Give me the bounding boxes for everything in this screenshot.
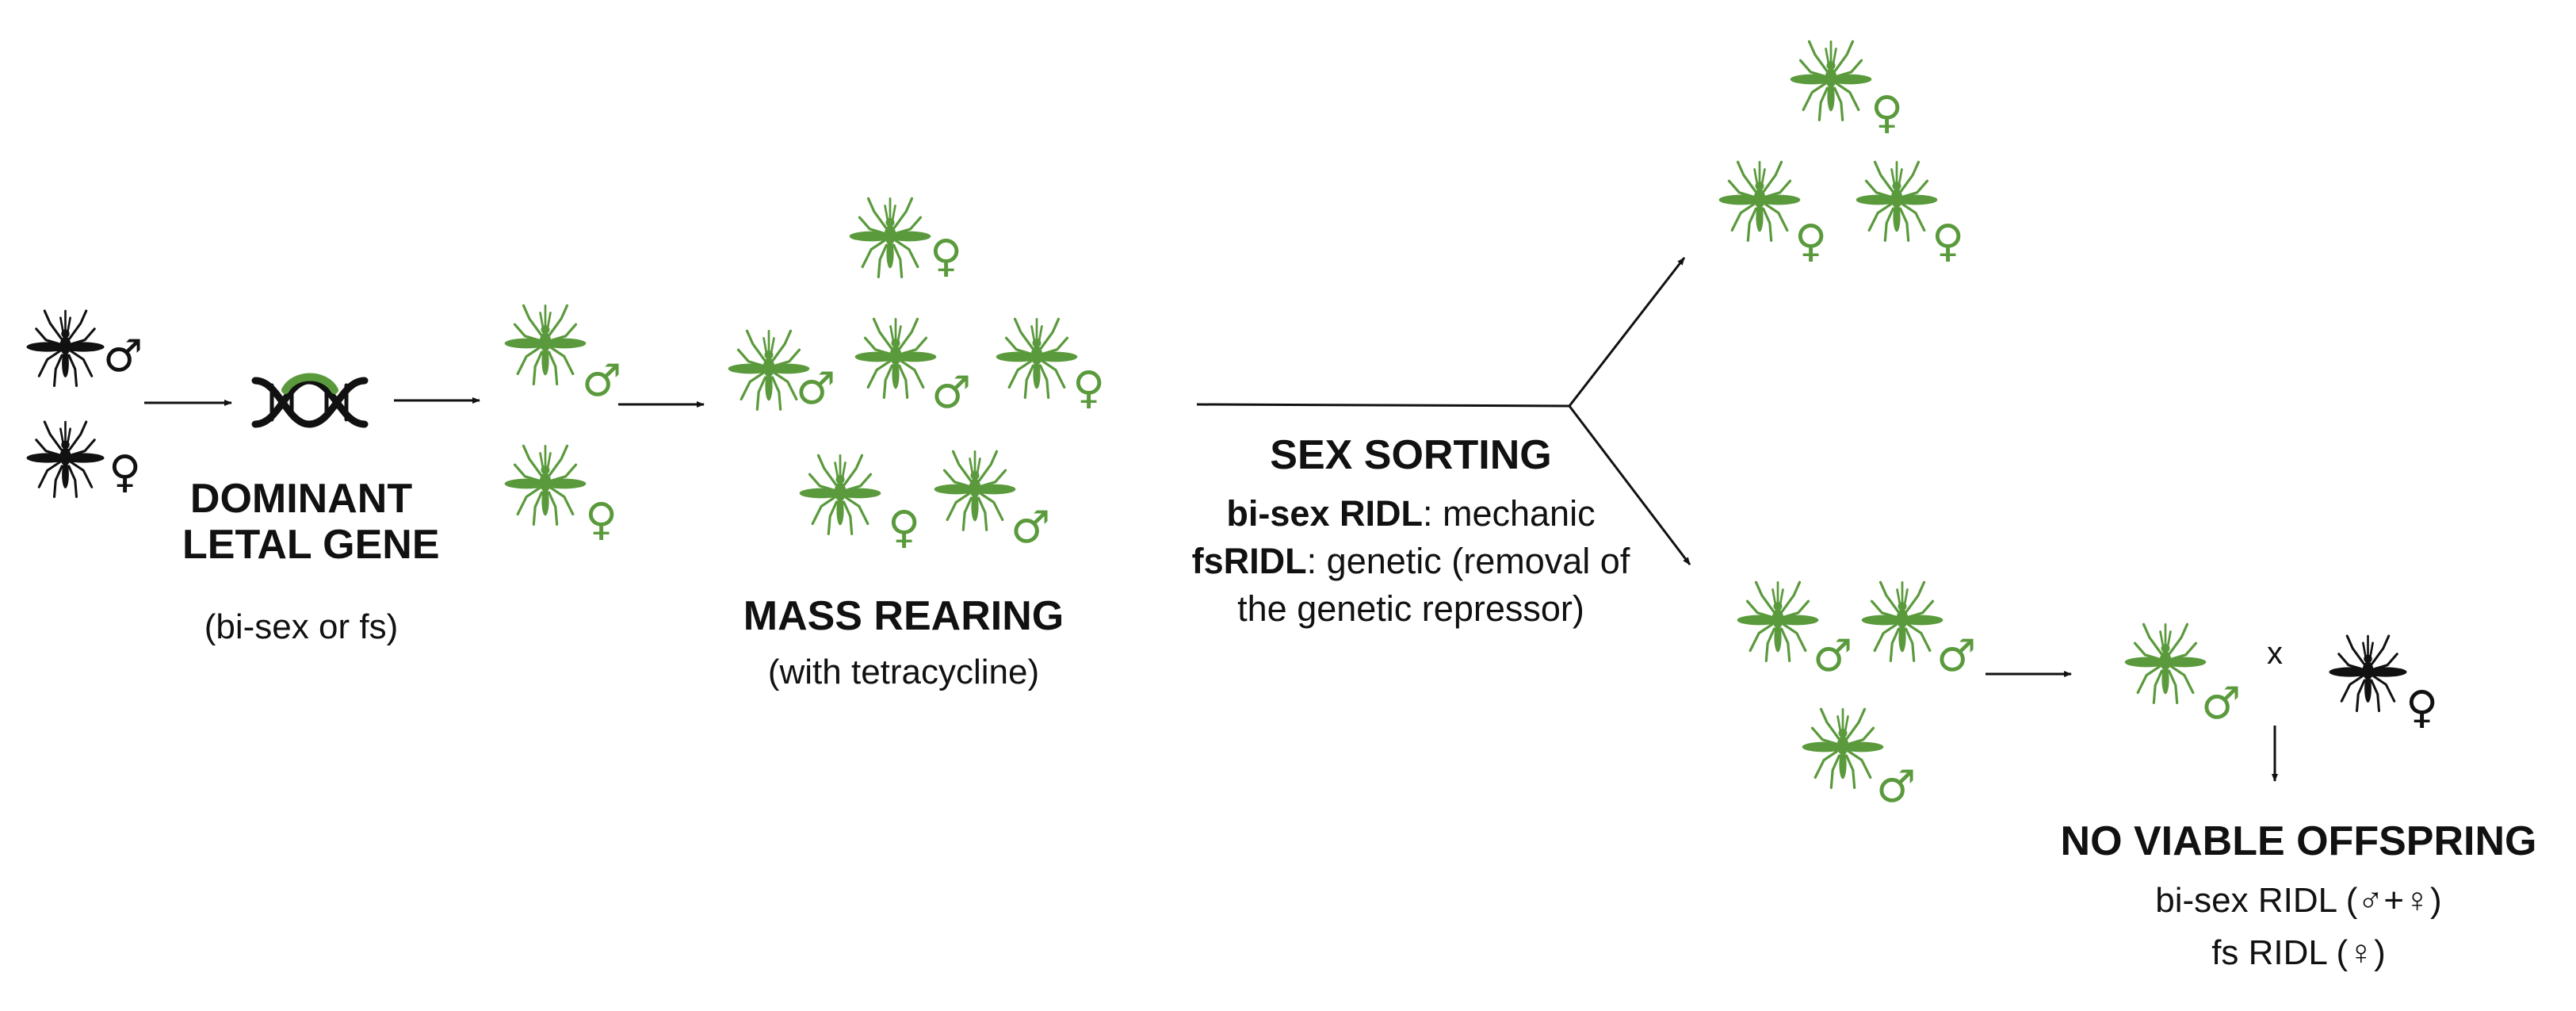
sex-sorting-line-1: bi-sex RIDL: mechanic: [1149, 490, 1672, 538]
offspring-line-1: bi-sex RIDL (♂+♀): [2155, 881, 2442, 920]
sex-sorting-title: SEX SORTING: [1270, 432, 1552, 478]
bi-sex-ridl-term: bi-sex RIDL: [1226, 493, 1423, 534]
female-symbol: ♀: [930, 231, 963, 282]
mosquito-icon: [1855, 160, 1939, 242]
female-symbol: ♀: [1871, 87, 1904, 139]
mosquito-icon: [2123, 622, 2207, 704]
male-symbol: ♂: [1936, 630, 1977, 682]
sorting-line-2-rest: : genetic (removal of: [1306, 541, 1630, 581]
male-symbol: ♂: [1876, 761, 1917, 813]
mosquito-icon: [798, 454, 882, 535]
arrow-icon: [1568, 257, 1686, 407]
male-symbol: ♂: [103, 331, 143, 382]
offspring-line-2: fs RIDL (♀): [2211, 933, 2386, 972]
mosquito-icon: [995, 317, 1079, 399]
female-symbol: ♀: [2406, 682, 2439, 733]
male-symbol: ♂: [1813, 630, 1853, 682]
mosquito-icon: [503, 304, 587, 385]
mosquito-icon: [848, 197, 932, 278]
male-symbol: ♂: [582, 355, 622, 407]
mosquito-icon: [1789, 40, 1873, 121]
male-symbol: ♂: [1011, 502, 1051, 553]
sex-sorting-line-2: fsRIDL: genetic (removal of: [1126, 538, 1696, 586]
mosquito-icon: [2327, 634, 2409, 713]
dominant-line-2: LETAL GENE: [182, 522, 440, 569]
mosquito-icon: [25, 420, 106, 499]
mass-rearing-title: MASS REARING: [743, 593, 1064, 639]
mosquito-icon: [854, 317, 938, 399]
mosquito-icon: [1801, 707, 1885, 789]
female-symbol: ♀: [1932, 216, 1965, 267]
male-symbol: ♂: [931, 367, 972, 419]
male-symbol: ♂: [796, 363, 836, 415]
dna-helix-icon: [251, 373, 369, 428]
female-symbol: ♀: [1072, 362, 1106, 414]
sex-sorting-line-3: the genetic repressor): [1237, 588, 1584, 629]
mosquito-icon: [933, 450, 1017, 531]
female-symbol: ♀: [1794, 216, 1828, 267]
arrow-icon: [1568, 405, 1691, 565]
fsridl-term: fsRIDL: [1191, 541, 1307, 581]
mosquito-icon: [503, 444, 587, 526]
male-symbol: ♂: [2201, 678, 2242, 730]
mosquito-icon: [1718, 160, 1802, 242]
female-symbol: ♀: [888, 502, 921, 553]
mass-rearing-sub: (with tetracycline): [767, 653, 1040, 691]
dominant-line-1: DOMINANT: [189, 476, 413, 522]
sorting-line: [1196, 403, 1570, 408]
mosquito-icon: [1860, 580, 1944, 662]
dominant-sub-label: (bi-sex or fs): [204, 607, 399, 646]
cross-sign: x: [2267, 636, 2283, 671]
mosquito-icon: [25, 309, 106, 388]
female-symbol: ♀: [585, 494, 618, 546]
no-viable-offspring-title: NO VIABLE OFFSPRING: [2060, 818, 2537, 864]
sorting-line-1-rest: : mechanic: [1422, 493, 1596, 534]
mosquito-icon: [1736, 580, 1820, 662]
female-symbol: ♀: [109, 446, 142, 498]
dominant-label: DOMINANT LETAL GENE: [182, 476, 440, 569]
